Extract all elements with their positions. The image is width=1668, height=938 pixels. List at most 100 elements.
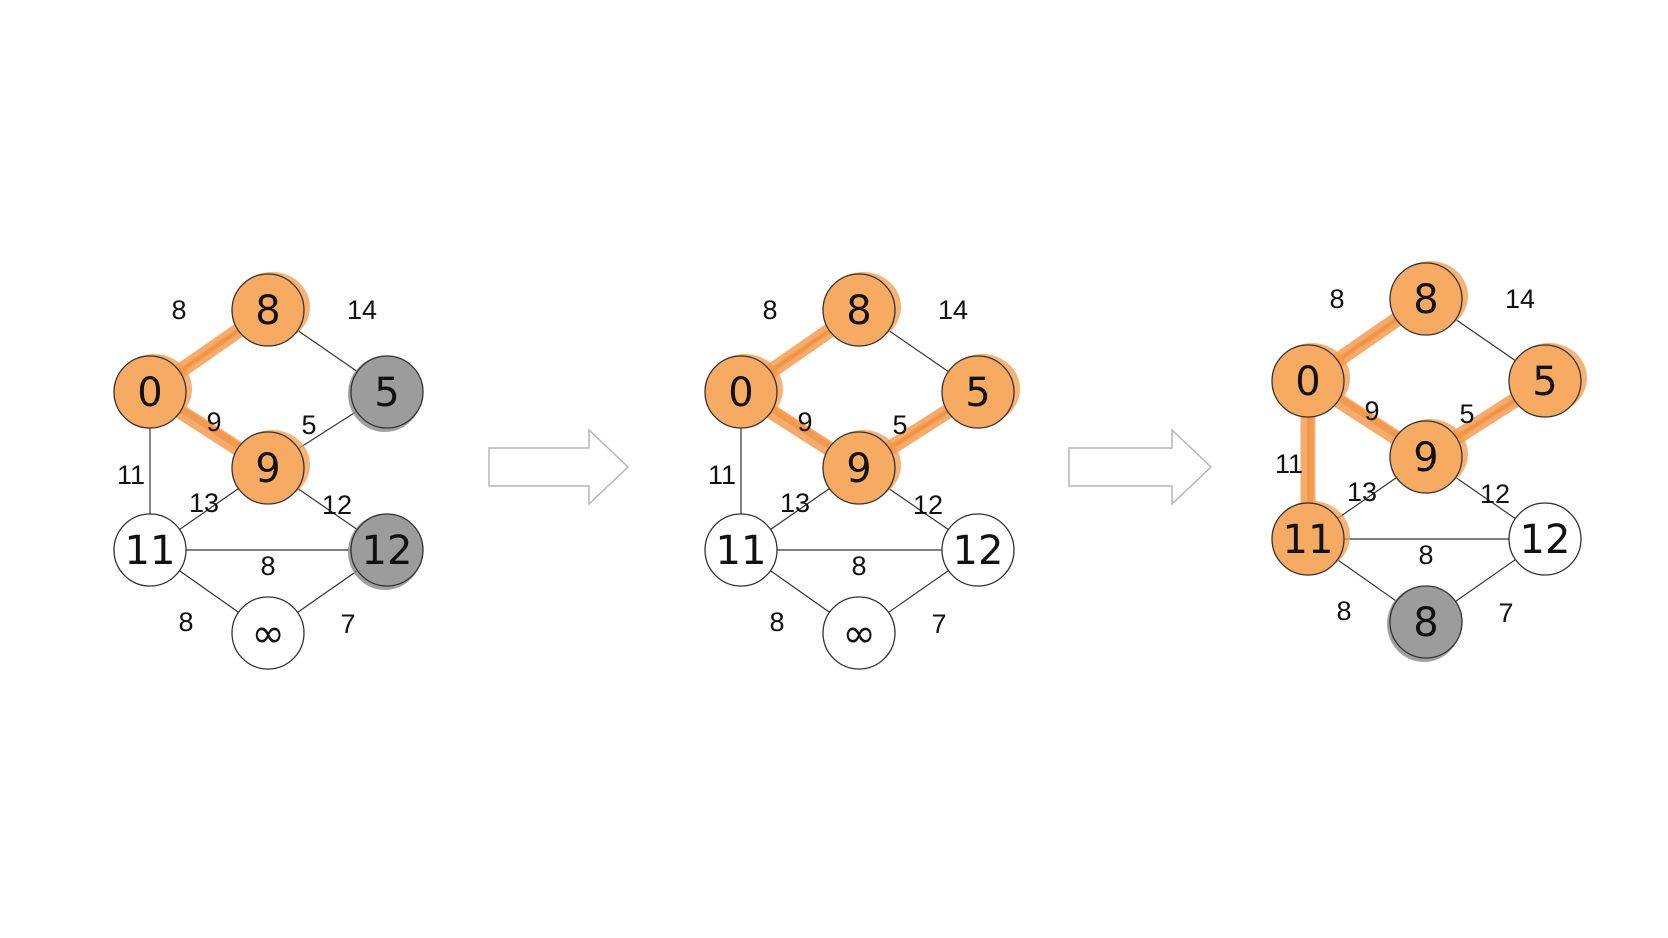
node-distance-label: 0: [1295, 359, 1320, 405]
edge-weight-label: 7: [340, 609, 355, 639]
node-circle: [113, 355, 187, 429]
edge-weight-label: 13: [1347, 477, 1377, 507]
edge-weight-label: 8: [1418, 540, 1433, 570]
node-distance-label: 11: [1283, 517, 1334, 563]
edge-weight-label: 5: [1459, 399, 1474, 429]
edge-weight-label: 8: [851, 551, 866, 581]
edge-weight-label: 12: [913, 490, 943, 520]
graph-node-F: 12: [1508, 502, 1582, 576]
graph-node-A: 0: [704, 354, 783, 429]
graph-node-E: 11: [1271, 501, 1350, 576]
edge-weight-label: 13: [780, 488, 810, 518]
edge-weight-label: 9: [797, 407, 812, 437]
node-circle: [350, 355, 424, 429]
node-distance-label: 11: [716, 528, 767, 574]
node-circle: [822, 431, 896, 505]
edge-weight-label: 12: [322, 490, 352, 520]
node-distance-label: 5: [374, 370, 399, 416]
edge-weight-label: 8: [762, 295, 777, 325]
node-circle: [1389, 262, 1463, 336]
graph-node-G: ∞: [231, 596, 305, 670]
node-circle: [231, 596, 305, 670]
node-circle: [822, 596, 896, 670]
node-distance-label: 12: [953, 528, 1004, 574]
node-distance-label: 8: [1413, 277, 1438, 323]
node-distance-label: 12: [1520, 517, 1571, 563]
graph-node-C: 5: [348, 355, 424, 432]
node-distance-label: 5: [965, 370, 990, 416]
edge-weight-label: 5: [892, 410, 907, 440]
graph-node-G: 8: [1387, 585, 1463, 662]
graph-node-G: ∞: [822, 596, 896, 670]
edge-weight-label: 14: [347, 295, 377, 325]
graph-node-B: 8: [822, 272, 901, 347]
node-circle: [231, 273, 305, 347]
node-distance-label: ∞: [251, 611, 284, 657]
node-distance-label: 8: [1413, 600, 1438, 646]
step-arrow-1: [488, 428, 630, 506]
graph-node-D: 9: [231, 430, 310, 505]
edge-weight-label: 7: [1498, 598, 1513, 628]
edge-weight-label: 9: [206, 407, 221, 437]
edge-weight-label: 8: [769, 607, 784, 637]
graph-node-A: 0: [113, 354, 192, 429]
edge-weight-label: 5: [301, 410, 316, 440]
edge-weight-label: 11: [1275, 449, 1303, 479]
graph-node-A: 0: [1271, 343, 1350, 418]
graph-node-E: 11: [113, 513, 187, 587]
node-distance-label: 8: [255, 288, 280, 334]
graph-node-F: 12: [348, 513, 424, 590]
node-circle: [350, 513, 424, 587]
node-circle: [941, 513, 1015, 587]
node-circle: [704, 513, 778, 587]
edge-weight-label: 8: [171, 295, 186, 325]
node-circle: [941, 355, 1015, 429]
edge-weight-label: 14: [1505, 284, 1535, 314]
edge-weight-label: 8: [178, 607, 193, 637]
graph-node-D: 9: [1389, 419, 1468, 494]
edge-weight-label: 13: [189, 488, 219, 518]
edge-weight-label: 8: [1336, 596, 1351, 626]
node-distance-label: 5: [1532, 359, 1557, 405]
edge-weight-label: 14: [938, 295, 968, 325]
graph-node-E: 11: [704, 513, 778, 587]
graph-node-B: 8: [1389, 261, 1468, 336]
node-circle: [1271, 502, 1345, 576]
node-circle: [113, 513, 187, 587]
edge-weight-label: 11: [117, 460, 145, 490]
step-arrow-2: [1068, 428, 1213, 506]
edge-weight-label: 8: [260, 551, 275, 581]
graph-node-C: 5: [1508, 343, 1587, 418]
edge-weight-label: 9: [1364, 396, 1379, 426]
node-circle: [231, 431, 305, 505]
graph-node-B: 8: [231, 272, 310, 347]
edge-weight-label: 8: [1329, 284, 1344, 314]
node-distance-label: 0: [728, 370, 753, 416]
node-distance-label: 9: [846, 446, 871, 492]
node-circle: [1389, 585, 1463, 659]
node-circle: [822, 273, 896, 347]
edge-weight-label: 7: [931, 609, 946, 639]
node-circle: [1508, 502, 1582, 576]
node-distance-label: 11: [125, 528, 176, 574]
node-circle: [1271, 344, 1345, 418]
node-circle: [1389, 420, 1463, 494]
node-circle: [704, 355, 778, 429]
edge-weight-label: 11: [708, 460, 736, 490]
node-distance-label: 12: [362, 528, 413, 574]
edge-weight-label: 12: [1480, 479, 1510, 509]
node-distance-label: 9: [1413, 435, 1438, 481]
node-circle: [1508, 344, 1582, 418]
graph-node-F: 12: [941, 513, 1015, 587]
node-distance-label: 9: [255, 446, 280, 492]
graph-node-D: 9: [822, 430, 901, 505]
node-distance-label: ∞: [842, 611, 875, 657]
graph-node-C: 5: [941, 354, 1020, 429]
node-distance-label: 8: [846, 288, 871, 334]
node-distance-label: 0: [137, 370, 162, 416]
